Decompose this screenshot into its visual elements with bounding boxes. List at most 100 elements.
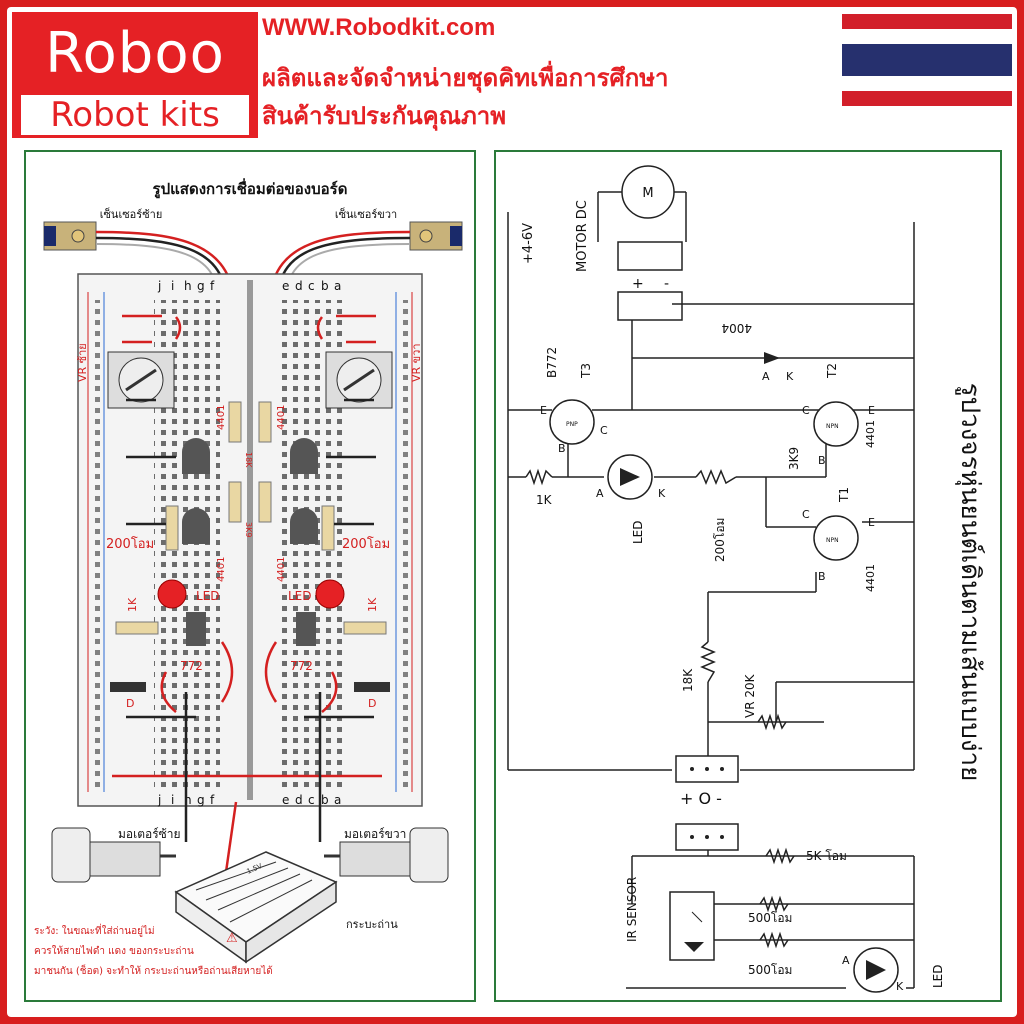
resistor-500-b bbox=[759, 931, 789, 949]
t1-part: 4401 bbox=[864, 564, 877, 592]
t1-type: NPN bbox=[826, 537, 839, 544]
col-label: d bbox=[295, 793, 303, 807]
connector-polarity: + O - bbox=[680, 789, 722, 808]
label-4401: 4401 bbox=[276, 405, 287, 430]
ir-led-a: A bbox=[842, 954, 850, 967]
warning-line-1: ระวัง: ในขณะที่ใส่ถ่านอยู่ไม่ bbox=[34, 923, 155, 937]
resistor-200-left bbox=[165, 505, 179, 551]
col-label: g bbox=[197, 279, 205, 293]
warning-icon: ⚠ bbox=[226, 931, 238, 946]
t1-pin-e: E bbox=[868, 516, 875, 529]
diode-symbol bbox=[764, 352, 780, 364]
t3-pin-e: E bbox=[540, 404, 547, 417]
breadboard-title: รูปแสดงการเชื่อมต่อของบอร์ด bbox=[153, 178, 348, 199]
t2-pin-e: E bbox=[868, 404, 875, 417]
vr-label: VR 20K bbox=[743, 673, 757, 718]
led-right bbox=[315, 579, 345, 609]
ir-led-k: K bbox=[896, 980, 904, 993]
col-label: j bbox=[157, 279, 161, 293]
col-label: a bbox=[334, 279, 341, 293]
transistor-right-2 bbox=[290, 508, 318, 544]
t3-type: PNP bbox=[566, 421, 578, 428]
transistor-left-2 bbox=[182, 508, 210, 544]
t2-type: NPN bbox=[826, 423, 839, 430]
t1-pin-b: B bbox=[818, 570, 826, 583]
t3-pin-b: B bbox=[558, 442, 566, 455]
resistor-200-right bbox=[321, 505, 335, 551]
r3k9-label: 3K9 bbox=[787, 447, 801, 470]
warning-line-3: มาชนกัน (ช็อต) จะทำให้ กระบะถ่านหรือถ่าน… bbox=[34, 963, 273, 977]
led-label: LED bbox=[631, 520, 645, 544]
label-3k9: 3K9 bbox=[244, 522, 253, 537]
schematic-panel: M MOTOR DC +4-6V + - 4004 A K B772 T3 PN… bbox=[494, 150, 1002, 1002]
r500a-label: 500โอม bbox=[748, 911, 792, 925]
resistor-18k bbox=[700, 641, 716, 683]
col-label: b bbox=[321, 793, 329, 807]
ir-label: IR SENSOR bbox=[625, 877, 639, 942]
resistor-1k-left bbox=[115, 621, 159, 635]
t3-pin-c: C bbox=[600, 424, 608, 437]
label-1k-left: 1K bbox=[126, 597, 139, 612]
resistor-18k-left bbox=[228, 401, 242, 443]
transistor-t2 bbox=[813, 401, 859, 447]
sensor-left-module bbox=[43, 221, 97, 251]
vr-left bbox=[107, 351, 175, 409]
t2-label: T2 bbox=[825, 363, 839, 379]
r18k-label: 18K bbox=[681, 668, 695, 692]
transistor-t1 bbox=[813, 515, 859, 561]
col-label: b bbox=[321, 279, 329, 293]
t1-pin-c: C bbox=[802, 508, 810, 521]
label-772-left: 772 bbox=[180, 659, 203, 673]
schematic-diagram: M MOTOR DC +4-6V + - 4004 A K B772 T3 PN… bbox=[507, 165, 985, 993]
col-label: c bbox=[308, 793, 315, 807]
col-label: f bbox=[210, 793, 215, 807]
schematic-title: รูปวงจรหุ่นยนต์เดินตามเส้นแบบง่าย bbox=[955, 383, 985, 782]
col-label: a bbox=[334, 793, 341, 807]
motor-left-label: มอเตอร์ซ้าย bbox=[118, 827, 181, 841]
transistor-772-right bbox=[296, 612, 316, 646]
label-18k: 18K bbox=[244, 452, 253, 468]
supply-label: +4-6V bbox=[521, 223, 536, 264]
led-left bbox=[157, 579, 187, 609]
vr-left-label: VR ซ้าย bbox=[76, 343, 89, 382]
col-label: e bbox=[282, 793, 289, 807]
col-label: e bbox=[282, 279, 289, 293]
label-4401: 4401 bbox=[276, 557, 287, 582]
col-label: h bbox=[184, 793, 192, 807]
led-k: K bbox=[658, 487, 666, 500]
plus-label: + bbox=[632, 276, 644, 292]
t1-label: T1 bbox=[837, 487, 851, 503]
col-label: d bbox=[295, 279, 303, 293]
sensor-left-label: เซ็นเซอร์ซ้าย bbox=[100, 207, 163, 221]
resistor-5k bbox=[765, 847, 795, 865]
col-label: j bbox=[157, 793, 161, 807]
led-label-left: LED bbox=[196, 589, 220, 603]
resistor-1k bbox=[525, 468, 553, 486]
transistor-t3 bbox=[549, 399, 595, 445]
motor-right bbox=[324, 827, 449, 883]
led-a: A bbox=[596, 487, 604, 500]
label-1k-right: 1K bbox=[366, 597, 379, 612]
transistor-right-1 bbox=[290, 438, 318, 474]
t3-label: T3 bbox=[579, 363, 593, 379]
transistor-772-left bbox=[186, 612, 206, 646]
minus-label: - bbox=[664, 276, 669, 292]
ir-sensor bbox=[669, 891, 715, 961]
motor-right-label: มอเตอร์ขวา bbox=[344, 827, 406, 841]
r5k-label: 5K โอม bbox=[806, 849, 847, 863]
connector-bottom bbox=[675, 823, 739, 851]
t2-pin-c: C bbox=[802, 404, 810, 417]
breadboard-panel: รูปแสดงการเชื่อมต่อของบอร์ด เซ็นเซอร์ซ้า… bbox=[24, 150, 476, 1002]
diode-k: K bbox=[786, 370, 794, 383]
resistor-200 bbox=[695, 469, 737, 485]
transistor-left-1 bbox=[182, 438, 210, 474]
diode-a: A bbox=[762, 370, 770, 383]
diode-part: 4004 bbox=[721, 321, 752, 335]
r200-label: 200โอม bbox=[713, 518, 727, 562]
label-200-left: 200โอม bbox=[106, 536, 154, 552]
header-line-2: สินค้ารับประกันคุณภาพ bbox=[262, 103, 507, 130]
label-200-right: 200โอม bbox=[342, 536, 390, 552]
diode-label-right: D bbox=[368, 697, 376, 710]
col-label: i bbox=[171, 279, 174, 293]
label-772-right: 772 bbox=[290, 659, 313, 673]
